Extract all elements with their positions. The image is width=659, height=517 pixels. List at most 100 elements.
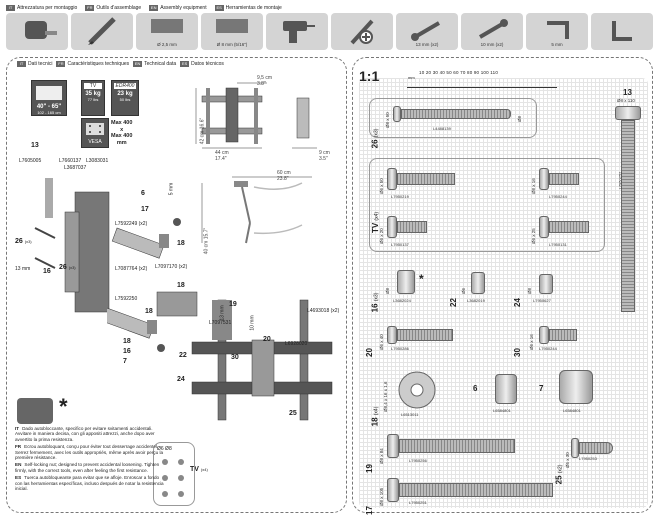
screw-head <box>539 216 549 238</box>
pencil-icon <box>71 13 133 50</box>
screw-head <box>571 438 579 458</box>
screw-head <box>393 106 401 122</box>
part-6-number: 6 <box>473 384 478 393</box>
part-18b-label: 18 <box>177 282 185 289</box>
part-6-code: L6584801 <box>493 408 511 413</box>
tv-screws-drawing <box>162 459 184 497</box>
part-7-number: 7 <box>539 384 544 393</box>
part-26-number: 26 (x3) <box>370 128 380 149</box>
washer-icon <box>398 371 436 409</box>
part-30-label: 30 <box>231 354 239 361</box>
part-18-code: L6513011 <box>401 412 419 417</box>
screwdriver-icon <box>331 13 393 50</box>
part-18-number: 18 (x4) <box>370 406 380 427</box>
tv-screw-code-1: L7950219 <box>391 194 409 199</box>
tv-screw-size-1: Ø6 x 50 <box>379 178 384 194</box>
screw-body <box>397 221 427 233</box>
power-drill-icon <box>266 13 328 50</box>
wall-plate-exploded <box>34 178 110 313</box>
screw-head <box>539 326 549 344</box>
screw-head <box>387 216 397 238</box>
part-7-code: L6584801 <box>563 408 581 413</box>
part-18-size: Ø8,4 x 16 x 1,6 <box>383 381 388 412</box>
wrench-icon: 10 mm (x2) <box>461 13 523 50</box>
tv-screw-size-4: Ø6 x 25 <box>531 228 536 244</box>
tools-strip: Ø 2,5 mm Ø 8 mm (5/16") 13 mm (x2) 10 mm… <box>6 13 653 50</box>
part-26b-label: 26 (x3) <box>59 264 76 271</box>
screw-body <box>549 221 589 233</box>
nut-icon <box>397 270 415 294</box>
anchor-body <box>401 109 511 119</box>
tv-screw-diameters: Ø6 Ø8 <box>157 446 172 452</box>
tool-5mm: 5 mm <box>168 182 175 196</box>
code-L7592249: L7592249 (x2) <box>115 221 148 227</box>
part-17-number: 17 <box>364 506 374 515</box>
part-22-number: 22 <box>448 298 458 307</box>
code-L7097531: L7097531 <box>209 320 232 326</box>
screw-head <box>387 326 397 344</box>
screw-body <box>399 439 515 453</box>
screw-body <box>621 120 635 312</box>
part-24-code: L7950627 <box>533 298 551 303</box>
ruler <box>407 78 557 88</box>
code-L7097170: L7097170 (x2) <box>155 264 188 270</box>
part-22-size: Ø6 <box>461 287 466 294</box>
part-25-code: L7950253 <box>579 456 597 461</box>
code-L3687037: L3687037 <box>64 165 87 171</box>
self-locking-nut-icon <box>17 398 53 424</box>
part-26-size: Ø8 x 50 <box>385 112 390 128</box>
bracket-front-view <box>195 82 317 149</box>
part-22-label: 22 <box>179 352 187 359</box>
part-24-label: 24 <box>177 376 185 383</box>
tool-13mm-b: 13 mm <box>219 305 226 321</box>
cap-icon <box>495 374 517 404</box>
code-L6928020: L6928020 <box>285 341 308 347</box>
part-6-label: 6 <box>141 190 145 197</box>
dim-42cm: 42 cm 16.6" <box>199 117 206 145</box>
part-18-label: 18 <box>177 240 185 247</box>
tv-screw-code-3: L7950137 <box>391 242 409 247</box>
part-20-size: Ø6 x 40 <box>379 334 384 350</box>
scale-label: 1:1 <box>359 68 380 84</box>
part-30-size: Ø6 x 16 <box>529 334 534 350</box>
part-30-code: L7950244 <box>539 346 557 351</box>
screw-head <box>615 106 641 120</box>
code-L7592250: L7592250 <box>115 296 138 302</box>
tv-plate <box>191 299 333 421</box>
tv-screw-group <box>153 442 195 506</box>
part-16-size: Ø8 <box>385 287 390 294</box>
hex-key-icon: 5 mm <box>526 13 588 50</box>
part-20-number: 20 <box>364 348 374 357</box>
code-L3083031: L3083031 <box>86 158 109 164</box>
screw-body <box>399 483 553 497</box>
part-19-label: 19 <box>229 301 237 308</box>
part-16-code: L3682024 <box>393 298 411 303</box>
drill-bit-icon: Ø 8 mm (5/16") <box>201 13 263 50</box>
screen-size-badge: 40" - 65"102 - 165 cm <box>31 80 67 116</box>
part-17-code: L7950251 <box>409 500 427 505</box>
part-17-size: Ø8 x 105 <box>379 487 384 506</box>
screw-head <box>539 168 549 190</box>
part-20-code: L7950286 <box>391 346 409 351</box>
allen-key-icon <box>591 13 653 50</box>
part-25-number: 25 (x2) <box>554 464 564 485</box>
nut-icon <box>539 274 553 294</box>
part-18c-label: 18 <box>145 308 153 315</box>
code-L7087764: L7087764 (x2) <box>115 266 148 272</box>
part-24-size: Ø8 <box>527 287 532 294</box>
tv-screw-code-2: L7950244 <box>549 194 567 199</box>
drill-bit-icon: Ø 2,5 mm <box>136 13 198 50</box>
part-24-number: 24 <box>512 298 522 307</box>
